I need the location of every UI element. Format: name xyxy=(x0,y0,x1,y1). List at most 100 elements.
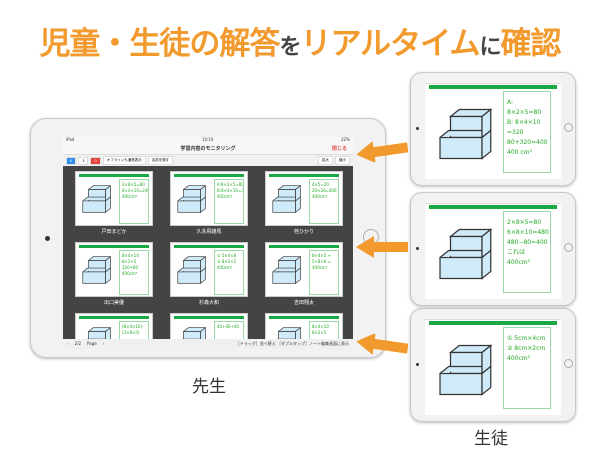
answer-thumbnail[interactable]: A:8×2×5=80 B:8×4×10=320 400cm³ xyxy=(170,171,248,226)
student-name: 出口美優 xyxy=(103,300,124,306)
answer-line: 2×8×5=80 xyxy=(507,219,542,226)
answer-text: 8×4×10 8×2×5 320+80 400cm³ xyxy=(119,250,149,295)
student-name: 桂ひかり xyxy=(293,229,314,235)
offline-display-button[interactable]: オフラインも通常表示 xyxy=(102,156,146,165)
box-diagram xyxy=(177,256,207,284)
note-toolbar xyxy=(425,199,561,204)
next-page-button[interactable]: › xyxy=(102,341,105,346)
headline: 児童・生徒の解答をリアルタイムに確認 xyxy=(39,26,561,62)
question-bar xyxy=(174,245,244,248)
filter-button-blue[interactable]: 0 xyxy=(66,156,77,165)
camera xyxy=(416,247,419,250)
home-button[interactable] xyxy=(564,123,573,132)
student-card[interactable]: 8×4×5 + 5×8×6 = 400cm³ 吉田翔太 xyxy=(265,242,343,311)
zoom-out-button[interactable]: 縮小 xyxy=(335,156,350,165)
student-name: 吉田翔太 xyxy=(293,300,314,306)
box-diagram xyxy=(439,228,493,280)
answer-line: ② 8cm×2cm xyxy=(507,345,546,352)
page-label: Page xyxy=(87,341,97,346)
box-diagram xyxy=(82,185,112,213)
arrow-icon xyxy=(356,140,409,164)
answer-thumbnail[interactable]: ① 5×4×8 ② 8×2×5 400cm³ xyxy=(170,242,248,297)
answer-line: =320 xyxy=(507,129,524,136)
box-diagram xyxy=(82,256,112,284)
question-bar xyxy=(174,174,244,177)
zoom-in-button[interactable]: 拡大 xyxy=(318,156,333,165)
answer-text: 8×4×5 + 5×8×6 = 400cm³ xyxy=(309,250,339,295)
student-ipad: A: 8×2×5=80 B: 8×4×10 =320 80+320=400 400 cm… xyxy=(410,72,576,186)
student-screen: ① 5cm×4cm ② 8cm×2cm 400cm³ xyxy=(425,315,561,415)
question-bar xyxy=(269,174,339,177)
student-card[interactable]: A:8×2×5=80 B:8×4×10=320 400cm³ 久永飛雄馬 xyxy=(170,171,248,240)
answer-thumbnail[interactable]: 2×8×5=80 6×4×10=240 400cm³ xyxy=(75,171,153,226)
question-bar xyxy=(79,245,149,248)
teacher-label: 先生 xyxy=(192,377,226,397)
student-card[interactable]: 4×5=20 20×20=400 400cm³ 桂ひかり xyxy=(265,171,343,240)
student-name: 杉森大和 xyxy=(198,300,219,306)
arrow-icon xyxy=(356,332,409,356)
answer-line: 400cm³ xyxy=(507,355,531,362)
answer-text: A:8×2×5=80 B:8×4×10=320 400cm³ xyxy=(214,179,244,224)
page-number: 2/2 xyxy=(74,341,82,346)
answer-area[interactable]: A: 8×2×5=80 B: 8×4×10 =320 80+320=400 400 cm… xyxy=(503,91,551,173)
answer-line: 480−80=400 xyxy=(507,239,548,246)
question-bar xyxy=(429,321,557,325)
nav-bar: 学習内容のモニタリング 閉じる xyxy=(63,143,353,155)
student-screen: A: 8×2×5=80 B: 8×4×10 =320 80+320=400 400 cm… xyxy=(425,79,561,179)
student-card[interactable]: ① 5×4×8 ② 8×2×5 400cm³ 杉森大和 xyxy=(170,242,248,311)
answer-text: (8×4×10)-(3×8×5) xyxy=(119,321,149,349)
home-button[interactable] xyxy=(564,243,573,252)
box-diagram xyxy=(272,185,302,213)
home-button[interactable] xyxy=(564,359,573,368)
toolbar: 0 3 0 オフラインも通常表示 名前を隠す 拡大 縮小 xyxy=(63,155,353,166)
filter-button-white[interactable]: 3 xyxy=(78,156,89,165)
hide-names-button[interactable]: 名前を隠す xyxy=(147,156,174,165)
question-bar xyxy=(429,205,557,209)
note-toolbar xyxy=(425,79,561,84)
answer-area[interactable]: ① 5cm×4cm ② 8cm×2cm 400cm³ xyxy=(503,327,551,409)
answer-line: 80+320=400 xyxy=(507,139,548,146)
answer-text: 4×5=20 20×20=400 400cm³ xyxy=(309,179,339,224)
answer-line: B: 8×4×10 xyxy=(507,119,541,126)
camera xyxy=(416,127,419,130)
answer-line: A: 8×2×5=80 xyxy=(507,99,542,116)
box-diagram xyxy=(439,108,493,160)
filter-button-red[interactable]: 0 xyxy=(90,156,101,165)
prev-page-button[interactable]: ‹ xyxy=(67,341,69,346)
camera xyxy=(416,363,419,366)
answer-line: ① 5cm×4cm xyxy=(507,335,546,342)
student-card[interactable]: 2×8×5=80 6×4×10=240 400cm³ 戸田まどか xyxy=(75,171,153,240)
question-bar xyxy=(269,316,339,319)
answer-thumbnail[interactable]: 8×4×10 8×2×5 320+80 400cm³ xyxy=(75,242,153,297)
box-diagram xyxy=(177,185,207,213)
question-bar xyxy=(79,316,149,319)
student-ipad: ① 5cm×4cm ② 8cm×2cm 400cm³ xyxy=(410,308,576,422)
box-diagram xyxy=(272,256,302,284)
student-name: 久永飛雄馬 xyxy=(196,229,222,235)
answer-thumbnail[interactable]: 4×5=20 20×20=400 400cm³ xyxy=(265,171,343,226)
answer-text: 8×4×10 8×2×5 xyxy=(309,321,339,349)
note-toolbar xyxy=(425,315,561,320)
answer-text: 40+40+40 xyxy=(214,321,244,349)
student-name: 戸田まどか xyxy=(101,229,127,235)
question-bar xyxy=(174,316,244,319)
footer-bar: ‹ 2/2 Page › ［ドラッグ］並べ替え ［ダブルタップ］ノート編集画面に… xyxy=(63,339,353,349)
page-title: 学習内容のモニタリング xyxy=(180,146,236,152)
answer-text: 2×8×5=80 6×4×10=240 400cm³ xyxy=(119,179,149,224)
footer-hint: ［ドラッグ］並べ替え ［ダブルタップ］ノート編集画面に表示 xyxy=(235,341,349,346)
question-bar xyxy=(79,174,149,177)
camera xyxy=(45,236,50,241)
box-diagram xyxy=(439,344,493,396)
answer-line: 6×8×10=480 xyxy=(507,229,549,236)
student-card[interactable]: 8×4×10 8×2×5 320+80 400cm³ 出口美優 xyxy=(75,242,153,311)
close-button[interactable]: 閉じる xyxy=(331,146,347,152)
answer-thumbnail[interactable]: 8×4×5 + 5×8×6 = 400cm³ xyxy=(265,242,343,297)
answer-line: 400 cm³ xyxy=(507,149,532,156)
arrow-icon xyxy=(356,236,408,258)
